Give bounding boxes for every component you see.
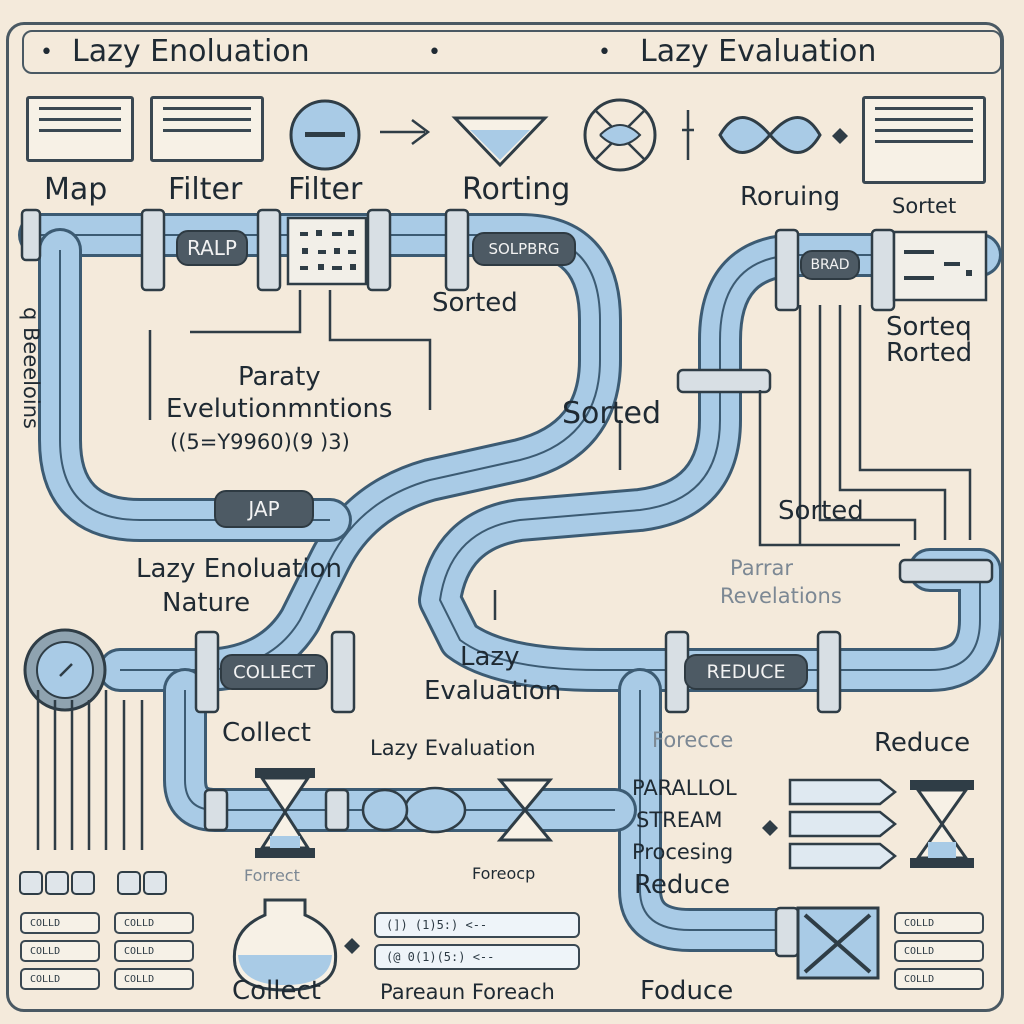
label-sorted-c: Sorted — [778, 496, 864, 526]
label-pareaun-foreach: Pareaun Foreach — [380, 980, 555, 1004]
stack-row: COLLD — [20, 940, 100, 962]
label-evaluation: Evaluation — [424, 676, 562, 706]
label-procesing: Procesing — [632, 840, 734, 864]
header-dot-left: • — [40, 40, 53, 65]
stack-row: COLLD — [114, 968, 194, 990]
label-sorted-a: Sorted — [432, 288, 518, 318]
code-card: (]) (1)5:) <-- — [374, 912, 580, 938]
label-foduce: Foduce — [640, 976, 734, 1006]
label-rorted: Rorted — [886, 338, 973, 368]
label-sortet: Sortet — [892, 194, 957, 218]
label-evaluationmtions: Evelutionmntions — [166, 394, 393, 424]
label-formula: ((5=Y9960)(9 )3) — [170, 430, 350, 454]
hourglass-left — [255, 768, 315, 858]
pipe-right-loop — [418, 233, 1002, 692]
badge-brad: BRAD — [800, 250, 860, 280]
left-gauge — [23, 628, 107, 712]
stack-row: COLLD — [894, 940, 984, 962]
sortet-window-icon — [862, 96, 986, 184]
filter-window-icon — [150, 96, 264, 162]
map-window-icon — [26, 96, 134, 162]
stack-row: COLLD — [894, 912, 984, 934]
badge-reduce: REDUCE — [684, 654, 808, 690]
stack-row: COLLD — [20, 968, 100, 990]
hourglass-right — [910, 780, 974, 868]
badge-collect: COLLECT — [220, 654, 328, 690]
stack-row: COLLD — [114, 912, 194, 934]
label-paraty: Paraty — [238, 362, 321, 392]
label-filter-1: Filter — [168, 172, 243, 207]
label-reduce-2: Reduce — [634, 870, 731, 900]
header-title-left: Lazy Enoluation — [72, 34, 310, 69]
label-parallol: PARALLOL — [632, 776, 737, 800]
header-dot-mid: • — [428, 40, 441, 65]
flask-icon — [232, 898, 338, 992]
x-box — [796, 906, 880, 980]
badge-ralp: RALP — [176, 230, 248, 266]
stack-row: COLLD — [894, 968, 984, 990]
outer-frame — [6, 22, 1004, 1012]
filter-grid-box — [286, 216, 368, 286]
pipe-left-down — [38, 228, 352, 542]
label-foreocp: Foreocp — [472, 864, 536, 883]
label-collect-bottom: Collect — [232, 976, 321, 1006]
label-collect-top: Collect — [222, 718, 311, 748]
label-sorted-b: Sorted — [562, 396, 661, 431]
header-dot-right: • — [598, 40, 611, 65]
label-filter-2: Filter — [288, 172, 363, 207]
header-title-right: Lazy Evaluation — [640, 34, 877, 69]
stack-row: COLLD — [114, 940, 194, 962]
code-card: (@ 0(1)(5:) <-- — [374, 944, 580, 970]
label-lazy: Lazy — [460, 642, 520, 672]
badge-jap: JAP — [214, 490, 314, 528]
label-sorteq: Sorteq — [886, 312, 972, 342]
connector-wires — [148, 290, 972, 620]
label-revelations: Revelations — [720, 584, 842, 608]
label-side-vertical: q Beeeloins — [19, 307, 43, 429]
label-lazy-enoluation: Lazy Enoluation — [136, 554, 342, 584]
gauge-connectors — [19, 871, 167, 895]
label-stream: STREAM — [636, 808, 723, 832]
pipe-left-loop — [18, 213, 622, 692]
title-banner — [22, 30, 1002, 74]
label-rorting: Rorting — [462, 172, 571, 207]
right-data-box — [892, 230, 988, 302]
hourglass-middle — [361, 778, 554, 842]
label-forrect: Forrect — [244, 866, 300, 885]
stacked-arrows — [788, 778, 898, 870]
gauge-wires — [36, 690, 144, 850]
label-reduce: Reduce — [874, 728, 971, 758]
label-nature: Nature — [162, 588, 251, 618]
badge-solpbrg: SOLPBRG — [472, 232, 576, 266]
label-lazy-evaluation-bottom: Lazy Evaluation — [370, 736, 536, 760]
stack-row: COLLD — [20, 912, 100, 934]
label-map: Map — [44, 172, 108, 207]
pipe-bottom-right — [618, 668, 802, 952]
label-forecce: Forecce — [652, 728, 734, 752]
label-parrar: Parrar — [730, 556, 793, 580]
top-icons — [289, 98, 848, 172]
label-roruing: Roruing — [740, 182, 841, 212]
